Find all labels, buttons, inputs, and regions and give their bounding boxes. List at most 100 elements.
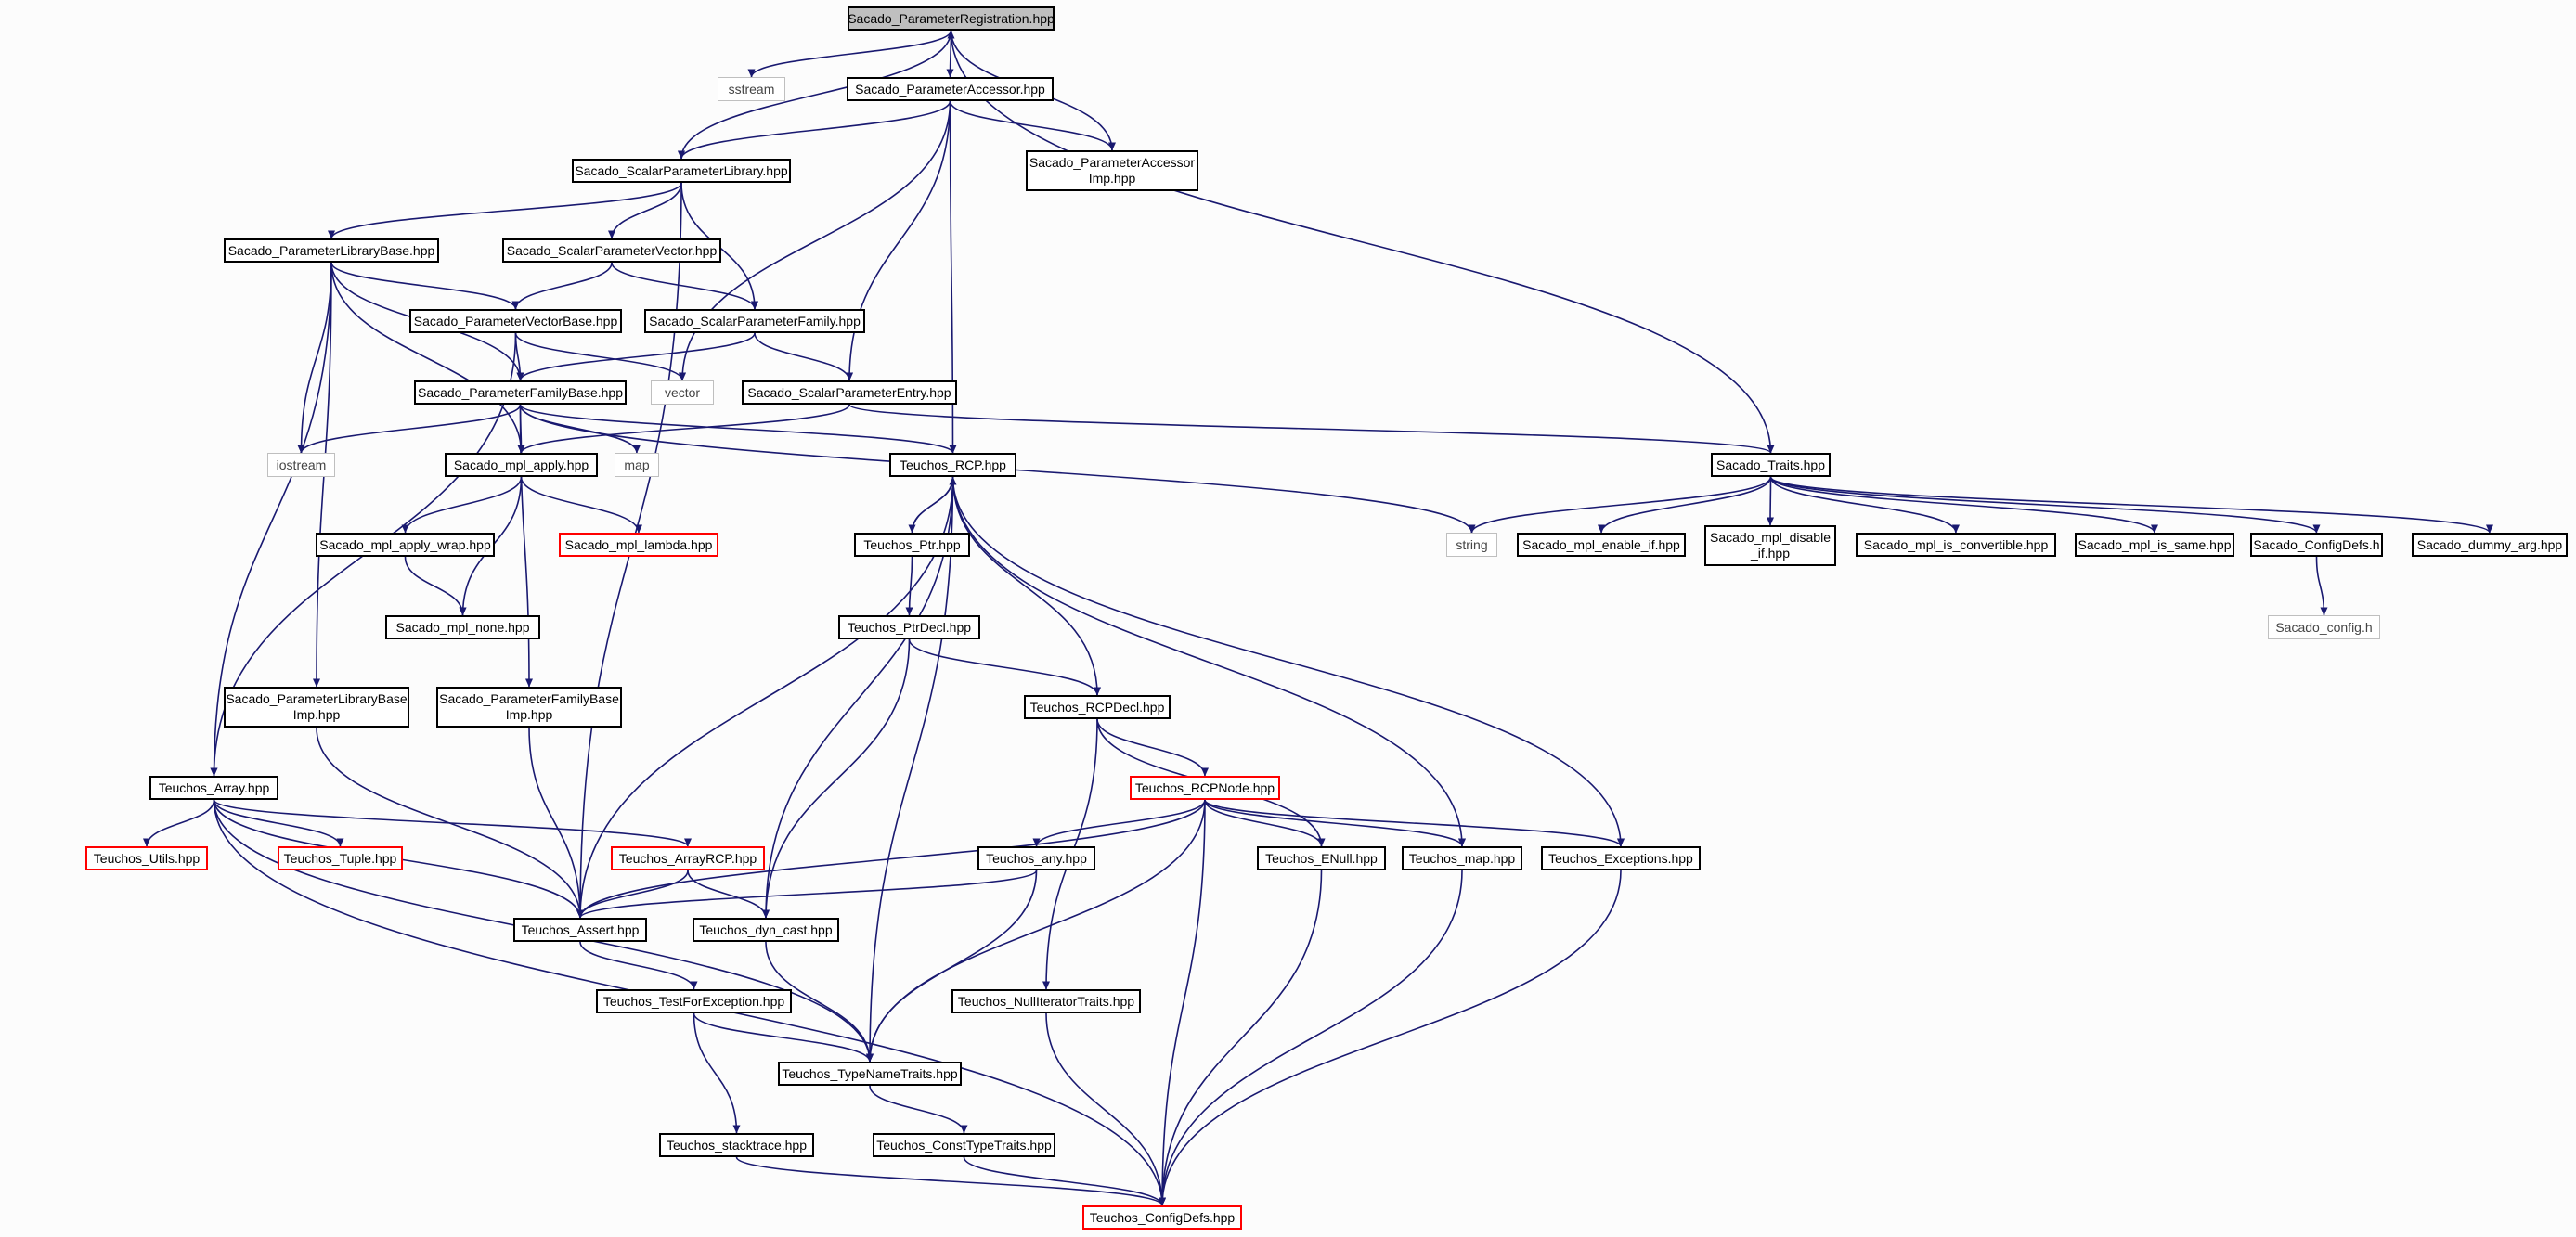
edge-plibbase-to-mplapply bbox=[330, 262, 525, 454]
edge-pvecbase-to-pfambase bbox=[514, 332, 524, 381]
edge-splib-to-plibbase bbox=[328, 182, 682, 239]
node-vector: vector bbox=[651, 380, 714, 405]
edge-exceptions-to-tconfigdefs bbox=[1159, 870, 1622, 1206]
node-teuchos-map[interactable]: Teuchos_map.hpp bbox=[1402, 846, 1522, 870]
edge-pvecbase-to-vector bbox=[514, 332, 686, 381]
node-teuchos-array-rcp[interactable]: Teuchos_ArrayRCP.hpp bbox=[611, 846, 765, 870]
edge-ptrdecl-to-dyncast bbox=[762, 638, 911, 919]
node-sacado-config-h: Sacado_config.h bbox=[2268, 615, 2380, 639]
edge-traits-to-isconv bbox=[1769, 476, 1960, 534]
edge-rcpdecl-to-rcpnode bbox=[1096, 718, 1209, 777]
edge-acc-to-accimp bbox=[949, 100, 1116, 151]
edge-spfam-to-pfambase bbox=[516, 332, 756, 381]
edge-rcpnode-to-tconfigdefs bbox=[1159, 799, 1206, 1206]
edge-ptrdecl-to-rcpdecl bbox=[908, 638, 1101, 696]
node-teuchos-config-defs[interactable]: Teuchos_ConfigDefs.hpp bbox=[1082, 1205, 1242, 1230]
node-sacado-scalar-parameter-entry[interactable]: Sacado_ScalarParameterEntry.hpp bbox=[742, 380, 957, 405]
node-teuchos-ptr-decl[interactable]: Teuchos_PtrDecl.hpp bbox=[838, 615, 980, 639]
edge-rcpnode-to-any bbox=[1032, 799, 1206, 847]
node-teuchos-dyn-cast[interactable]: Teuchos_dyn_cast.hpp bbox=[693, 918, 839, 942]
edge-arrayrcp-to-dyncast bbox=[687, 870, 770, 919]
node-sacado-scalar-parameter-library[interactable]: Sacado_ScalarParameterLibrary.hpp bbox=[572, 159, 791, 183]
node-teuchos-any[interactable]: Teuchos_any.hpp bbox=[977, 846, 1095, 870]
node-iostream: iostream bbox=[267, 453, 335, 477]
edge-arrayrcp-to-assert bbox=[576, 870, 689, 919]
node-teuchos-assert[interactable]: Teuchos_Assert.hpp bbox=[513, 918, 647, 942]
node-sacado-mpl-disable-if[interactable]: Sacado_mpl_disable _if.hpp bbox=[1704, 525, 1836, 566]
edge-spfam-to-spentry bbox=[754, 332, 853, 381]
edge-traits-to-sconfigdefs bbox=[1769, 476, 2321, 534]
edge-typename-to-consttype bbox=[869, 1085, 968, 1134]
edge-ptr-to-ptrdecl bbox=[905, 556, 913, 616]
node-sstream: sstream bbox=[718, 77, 785, 101]
node-teuchos-utils[interactable]: Teuchos_Utils.hpp bbox=[85, 846, 208, 870]
edge-enull-to-tconfigdefs bbox=[1159, 870, 1323, 1206]
edge-acc-to-vector bbox=[679, 100, 951, 381]
node-sacado-config-defs-h[interactable]: Sacado_ConfigDefs.h bbox=[2250, 533, 2383, 557]
node-sacado-mpl-apply[interactable]: Sacado_mpl_apply.hpp bbox=[445, 453, 598, 477]
node-sacado-mpl-enable-if[interactable]: Sacado_mpl_enable_if.hpp bbox=[1517, 533, 1686, 557]
node-sacado-parameter-family-base-imp[interactable]: Sacado_ParameterFamilyBase Imp.hpp bbox=[436, 687, 622, 728]
edge-splib-to-spvec bbox=[608, 182, 682, 239]
edge-rcp-to-exceptions bbox=[951, 476, 1625, 847]
node-teuchos-const-type-traits[interactable]: Teuchos_ConstTypeTraits.hpp bbox=[873, 1133, 1055, 1157]
node-teuchos-stacktrace[interactable]: Teuchos_stacktrace.hpp bbox=[659, 1133, 814, 1157]
edge-ptr-to-rcp bbox=[911, 476, 957, 534]
node-teuchos-tuple[interactable]: Teuchos_Tuple.hpp bbox=[278, 846, 403, 870]
edge-nulliter-to-tconfigdefs bbox=[1045, 1012, 1166, 1206]
node-teuchos-test-for-exception[interactable]: Teuchos_TestForException.hpp bbox=[596, 989, 792, 1013]
edge-rcp-to-tmap bbox=[951, 476, 1466, 847]
edge-array-to-utils bbox=[143, 799, 215, 847]
edge-rcp-to-typename bbox=[866, 476, 954, 1063]
edge-consttype-to-tconfigdefs bbox=[963, 1156, 1166, 1206]
node-sacado-dummy-arg[interactable]: Sacado_dummy_arg.hpp bbox=[2412, 533, 2568, 557]
node-teuchos-rcp-decl[interactable]: Teuchos_RCPDecl.hpp bbox=[1024, 695, 1171, 719]
node-teuchos-rcp[interactable]: Teuchos_RCP.hpp bbox=[889, 453, 1016, 477]
node-sacado-parameter-accessor[interactable]: Sacado_ParameterAccessor.hpp bbox=[847, 77, 1054, 101]
edge-reg-to-sstream bbox=[747, 30, 952, 78]
node-teuchos-ptr[interactable]: Teuchos_Ptr.hpp bbox=[854, 533, 970, 557]
edge-traits-to-issame bbox=[1769, 476, 2158, 534]
edge-rcp-to-assert bbox=[576, 476, 954, 919]
edge-rcpnode-to-enull bbox=[1204, 799, 1326, 847]
edge-dyncast-to-typename bbox=[765, 941, 874, 1063]
node-teuchos-null-iterator-traits[interactable]: Teuchos_NullIteratorTraits.hpp bbox=[951, 989, 1141, 1013]
edge-traits-to-enableif bbox=[1598, 476, 1772, 534]
node-sacado-traits[interactable]: Sacado_Traits.hpp bbox=[1711, 453, 1831, 477]
node-sacado-mpl-is-same[interactable]: Sacado_mpl_is_same.hpp bbox=[2075, 533, 2234, 557]
edge-any-to-typename bbox=[866, 870, 1038, 1063]
node-sacado-parameter-vector-base[interactable]: Sacado_ParameterVectorBase.hpp bbox=[409, 309, 622, 333]
node-teuchos-exceptions[interactable]: Teuchos_Exceptions.hpp bbox=[1541, 846, 1701, 870]
edge-testfor-to-typename bbox=[693, 1012, 874, 1063]
edge-reg-to-splib bbox=[678, 30, 952, 160]
edge-pfambase-to-rcp bbox=[519, 404, 957, 454]
edge-array-to-arrayrcp bbox=[213, 799, 692, 847]
edge-any-to-assert bbox=[576, 870, 1038, 919]
node-teuchos-array[interactable]: Teuchos_Array.hpp bbox=[149, 776, 278, 800]
node-sacado-parameter-accessor-imp[interactable]: Sacado_ParameterAccessor Imp.hpp bbox=[1026, 150, 1198, 191]
node-sacado-mpl-apply-wrap[interactable]: Sacado_mpl_apply_wrap.hpp bbox=[316, 533, 495, 557]
node-map: map bbox=[615, 453, 659, 477]
edge-rcp-to-dyncast bbox=[762, 476, 954, 919]
edge-assert-to-testfor bbox=[579, 941, 698, 990]
node-teuchos-type-name-traits[interactable]: Teuchos_TypeNameTraits.hpp bbox=[778, 1062, 962, 1086]
node-teuchos-enull[interactable]: Teuchos_ENull.hpp bbox=[1257, 846, 1386, 870]
node-sacado-scalar-parameter-vector[interactable]: Sacado_ScalarParameterVector.hpp bbox=[502, 238, 721, 263]
node-sacado-parameter-registration[interactable]: Sacado_ParameterRegistration.hpp bbox=[848, 6, 1055, 31]
node-sacado-parameter-family-base[interactable]: Sacado_ParameterFamilyBase.hpp bbox=[414, 380, 627, 405]
edge-acc-to-spentry bbox=[846, 100, 951, 381]
node-sacado-parameter-library-base[interactable]: Sacado_ParameterLibraryBase.hpp bbox=[224, 238, 439, 263]
node-sacado-scalar-parameter-family[interactable]: Sacado_ScalarParameterFamily.hpp bbox=[644, 309, 865, 333]
node-sacado-mpl-is-convertible[interactable]: Sacado_mpl_is_convertible.hpp bbox=[1856, 533, 2056, 557]
node-teuchos-rcp-node[interactable]: Teuchos_RCPNode.hpp bbox=[1130, 776, 1280, 800]
node-sacado-mpl-none[interactable]: Sacado_mpl_none.hpp bbox=[385, 615, 540, 639]
edge-rcpnode-to-typename bbox=[866, 799, 1206, 1063]
node-sacado-parameter-library-base-imp[interactable]: Sacado_ParameterLibraryBase Imp.hpp bbox=[224, 687, 409, 728]
edge-plibbase-to-array bbox=[210, 262, 332, 777]
edge-rcpnode-to-assert bbox=[576, 799, 1206, 919]
edge-rcpnode-to-exceptions bbox=[1204, 799, 1625, 847]
edge-array-to-tuple bbox=[213, 799, 344, 847]
node-sacado-mpl-lambda[interactable]: Sacado_mpl_lambda.hpp bbox=[559, 533, 718, 557]
edge-pfamimp-to-assert bbox=[528, 727, 584, 919]
